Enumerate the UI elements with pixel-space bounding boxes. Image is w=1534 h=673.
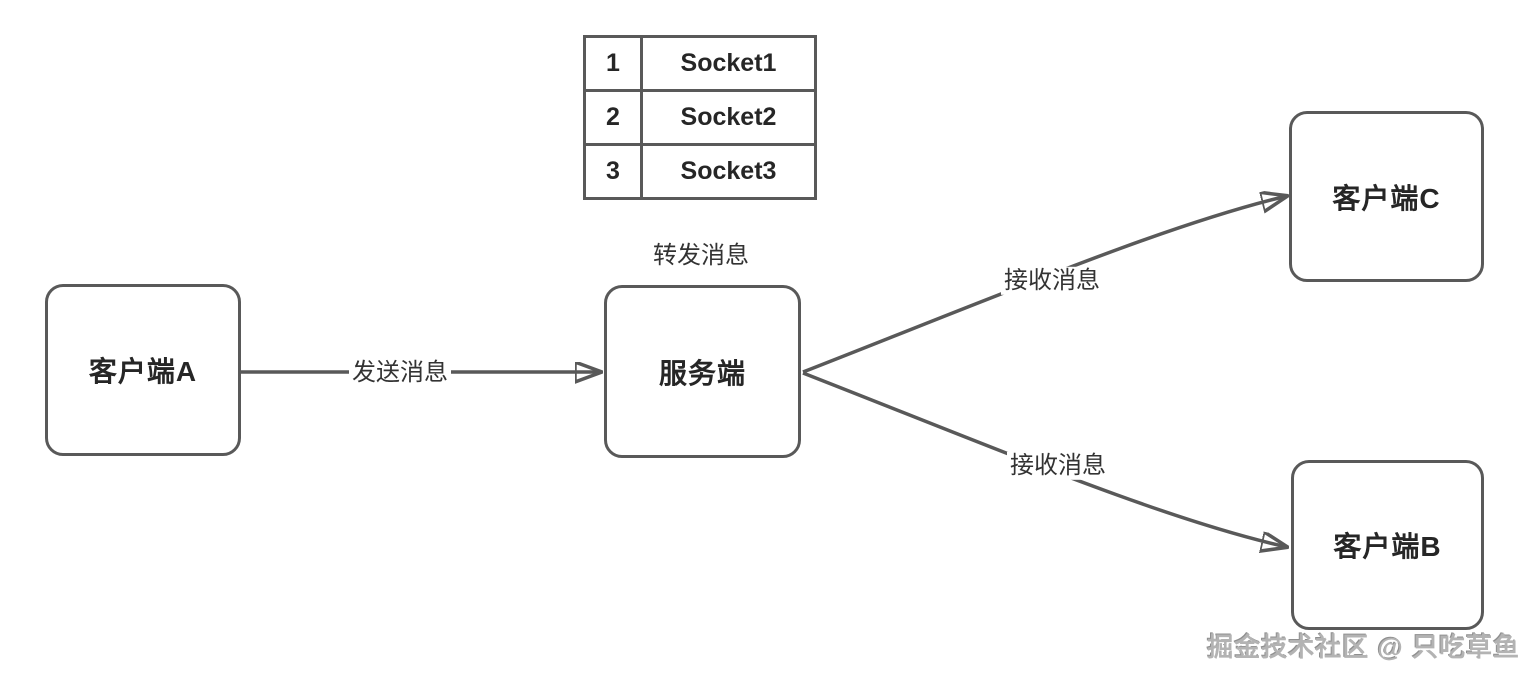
node-client-a-label: 客户端A — [88, 356, 198, 387]
socket-table-row: 3 Socket3 — [583, 143, 817, 200]
socket-row-name: Socket1 — [640, 35, 817, 92]
socket-table: 1 Socket1 2 Socket2 3 Socket3 — [583, 35, 817, 200]
node-server: 服务端 — [604, 285, 801, 458]
node-client-b: 客户端B — [1291, 460, 1484, 630]
node-client-a: 客户端A — [45, 284, 241, 456]
node-client-b-label: 客户端B — [1333, 531, 1442, 562]
node-client-c-label: 客户端C — [1332, 182, 1441, 214]
edge-label-receive-message-c: 接收消息 — [1001, 266, 1103, 296]
socket-row-name: Socket2 — [640, 89, 817, 146]
edge-label-receive-message-b: 接收消息 — [1007, 451, 1109, 481]
node-client-c: 客户端C — [1289, 111, 1484, 282]
edge-label-forward-message: 转发消息 — [653, 241, 749, 269]
watermark-text: 掘金技术社区 @ 只吃草鱼 — [1207, 632, 1520, 662]
socket-row-index: 2 — [583, 89, 643, 146]
socket-table-row: 1 Socket1 — [583, 35, 817, 92]
node-server-label: 服务端 — [658, 357, 746, 389]
socket-row-name: Socket3 — [640, 143, 817, 200]
socket-row-index: 3 — [583, 143, 643, 200]
arrow-receive-message-client-c — [802, 196, 1287, 374]
socket-table-row: 2 Socket2 — [583, 89, 817, 146]
socket-row-index: 1 — [583, 35, 643, 92]
edge-label-send-message: 发送消息 — [349, 358, 451, 388]
